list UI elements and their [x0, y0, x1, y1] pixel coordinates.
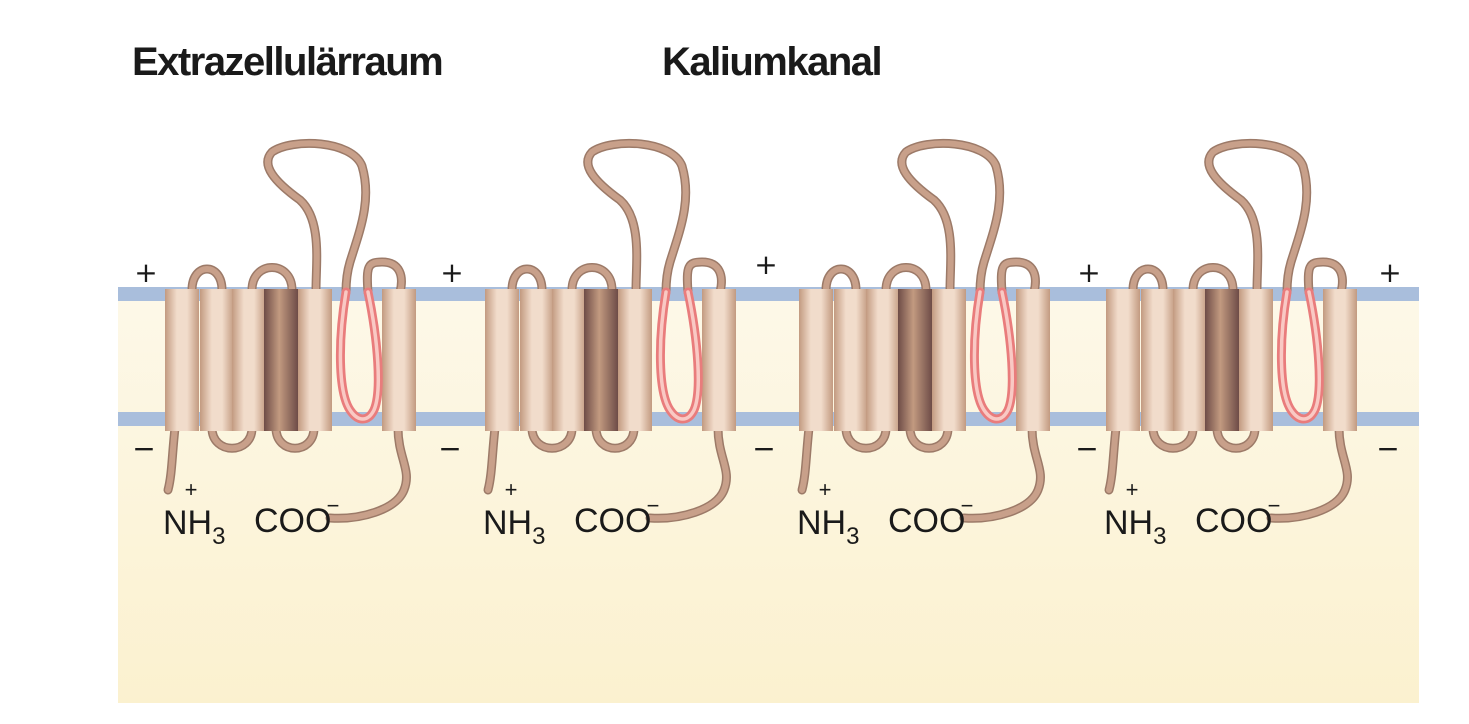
membrane-plus-sign: + [1077, 256, 1100, 289]
membrane-minus-sign: − [1376, 432, 1399, 465]
channel-subunit: NH3+ COO− [1104, 138, 1357, 550]
transmembrane-helix [232, 289, 266, 431]
peptide-chain-fill [961, 425, 1044, 522]
n-terminus-charge: + [505, 477, 518, 502]
peptide-chain-fill [647, 425, 730, 522]
peptide-chain-fill [509, 266, 545, 293]
peptide-chain-fill [593, 425, 637, 452]
peptide-chain-fill [209, 425, 255, 452]
peptide-chain-fill [529, 425, 575, 452]
transmembrane-helix [834, 289, 868, 431]
channel-label: Kaliumkanal [662, 40, 883, 84]
n-terminus-label: NH3 [163, 504, 225, 550]
peptide-chain-fill [364, 258, 405, 295]
transmembrane-helix [799, 289, 833, 431]
peptide-chain-fill [1130, 266, 1166, 293]
peptide-chain-fill [1150, 425, 1196, 452]
membrane-outer-line [118, 287, 1419, 301]
peptide-chain-fill [1305, 258, 1346, 295]
transmembrane-helix [382, 289, 416, 431]
c-terminus-charge: − [647, 493, 660, 518]
transmembrane-helix [1323, 289, 1357, 431]
voltage-sensor-helix [1205, 289, 1239, 431]
n-terminus-charge: + [185, 477, 198, 502]
peptide-chain-fill [189, 266, 225, 293]
extracellular-label: Extrazellulärraum [132, 40, 444, 84]
transmembrane-helix [298, 289, 332, 431]
n-terminus-label: NH3 [483, 504, 545, 550]
peptide-chain-fill [907, 425, 951, 452]
transmembrane-helix [552, 289, 586, 431]
voltage-sensor-helix [584, 289, 618, 431]
voltage-sensor-helix [898, 289, 932, 431]
peptide-chain-fill [485, 425, 498, 493]
pore-loop-highlight [658, 290, 701, 421]
peptide-chain-fill [249, 264, 295, 293]
n-terminus-charge: + [1126, 477, 1139, 502]
c-terminus-label: COO [254, 502, 331, 540]
peptide-chain-fill [684, 258, 725, 295]
pore-loop-highlight [338, 290, 381, 421]
peptide-chain-fill [1190, 264, 1236, 293]
peptide-chain-fill [1268, 425, 1351, 522]
membrane-minus-sign: − [1075, 432, 1098, 465]
membrane-minus-sign: − [752, 432, 775, 465]
pore-loop-highlight [1279, 290, 1322, 421]
membrane-plus-sign: + [754, 248, 777, 281]
membrane-inner-line [118, 412, 1419, 426]
peptide-chain-fill [273, 425, 317, 452]
c-terminus-label: COO [888, 502, 965, 540]
transmembrane-helix [702, 289, 736, 431]
channel-subunit: NH3+ COO− [797, 138, 1050, 550]
transmembrane-helix [1106, 289, 1140, 431]
c-terminus-label: COO [574, 502, 651, 540]
membrane-plus-sign: + [1378, 256, 1401, 289]
c-terminus-label: COO [1195, 502, 1272, 540]
voltage-sensor-helix [264, 289, 298, 431]
transmembrane-helix [1141, 289, 1175, 431]
peptide-chain-fill [883, 264, 929, 293]
peptide-chain-fill [327, 425, 410, 522]
transmembrane-helix [866, 289, 900, 431]
transmembrane-helix [932, 289, 966, 431]
channel-subunit: NH3+ COO− [483, 138, 736, 550]
peptide-chain-fill [998, 258, 1039, 295]
n-terminus-charge: + [819, 477, 832, 502]
n-terminus-label: NH3 [797, 504, 859, 550]
peptide-chain-fill [843, 425, 889, 452]
c-terminus-charge: − [1268, 493, 1281, 518]
peptide-chain-fill [584, 140, 689, 295]
membrane-plus-sign: + [134, 256, 157, 289]
membrane-minus-sign: − [438, 432, 461, 465]
transmembrane-helix [200, 289, 234, 431]
peptide-chain-fill [799, 425, 812, 493]
peptide-chain-fill [264, 140, 369, 295]
c-terminus-charge: − [961, 493, 974, 518]
n-terminus-label: NH3 [1104, 504, 1166, 550]
transmembrane-helix [485, 289, 519, 431]
peptide-chain-fill [1106, 425, 1119, 493]
transmembrane-helix [165, 289, 199, 431]
peptide-chain-fill [1214, 425, 1258, 452]
membrane-minus-sign: − [132, 432, 155, 465]
transmembrane-helix [1016, 289, 1050, 431]
transmembrane-helix [1173, 289, 1207, 431]
c-terminus-charge: − [327, 493, 340, 518]
pore-loop-highlight [972, 290, 1015, 421]
peptide-chain-fill [569, 264, 615, 293]
peptide-chain-fill [898, 140, 1003, 295]
peptide-chain-fill [823, 266, 859, 293]
transmembrane-helix [1239, 289, 1273, 431]
channel-subunit: NH3+ COO− [163, 138, 416, 550]
peptide-chain-fill [165, 425, 178, 493]
transmembrane-helix [618, 289, 652, 431]
peptide-chain-fill [1205, 140, 1310, 295]
membrane-plus-sign: + [440, 256, 463, 289]
transmembrane-helix [520, 289, 554, 431]
